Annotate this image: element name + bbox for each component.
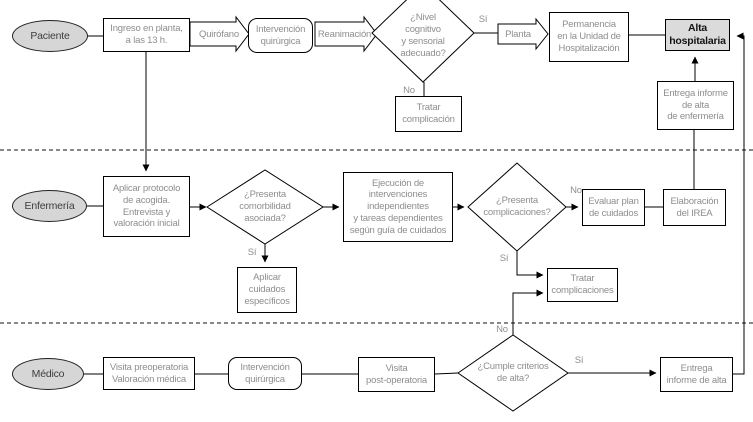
connector-si-tratar-complicaciones — [516, 251, 544, 279]
node-evaluar-plan: Evaluar plan de cuidados — [582, 189, 645, 226]
decision-cumple-criterios-shape — [457, 334, 569, 412]
node-elaboracion-irea: Elaboración del IREA — [663, 189, 726, 226]
node-intervencion-quirurgica-paciente: Intervención quirúrgica — [248, 18, 313, 53]
node-aplicar-cuidados-especificos: Aplicar cuidados específicos — [237, 267, 297, 313]
block-arrow-planta — [497, 17, 549, 51]
lane-oval-enfermeria: Enfermería — [12, 190, 87, 222]
lane-oval-paciente: Paciente — [12, 20, 88, 52]
connector-entrega-alta-to-alta-hospitalaria — [733, 32, 745, 375]
node-ingreso-en-planta: Ingreso en planta, a las 13 h. — [103, 18, 190, 52]
decision-comorbilidad-shape — [206, 169, 324, 245]
node-visita-preoperatoria: Visita preoperatoria Valoración médica — [103, 357, 195, 390]
node-entrega-informe-enfermeria: Entrega informe de alta de enfermería — [657, 81, 734, 130]
node-tratar-complicacion: Tratar complicación — [395, 96, 462, 132]
node-intervencion-quirurgica-medico: Intervención quirúrgica — [228, 357, 302, 390]
connector-no-criterios-tratar-complicaciones — [512, 289, 544, 335]
node-tratar-complicaciones: Tratar complicaciones — [547, 268, 618, 302]
connector-visita-post-criterios — [434, 372, 459, 375]
decision-complicaciones-shape — [467, 162, 567, 252]
block-arrow-quirofano — [189, 15, 250, 53]
block-arrow-reanimacion — [314, 15, 378, 53]
node-alta-hospitalaria: Alta hospitalaria — [665, 19, 730, 51]
node-ejecucion-intervenciones: Ejecución de intervenciones independient… — [343, 172, 453, 242]
node-entrega-informe-alta: Entrega informe de alta — [660, 357, 733, 392]
lane-oval-medico: Médico — [12, 358, 84, 390]
node-permanencia-hospitalizacion: Permanencia en la Unidad de Hospitalizac… — [549, 12, 629, 62]
node-aplicar-protocolo: Aplicar protocolo de acogida. Entrevista… — [103, 176, 190, 237]
node-visita-postoperatoria: Visita post-operatoria — [358, 357, 435, 392]
decision-nivel-cognitivo-shape — [371, 0, 475, 83]
